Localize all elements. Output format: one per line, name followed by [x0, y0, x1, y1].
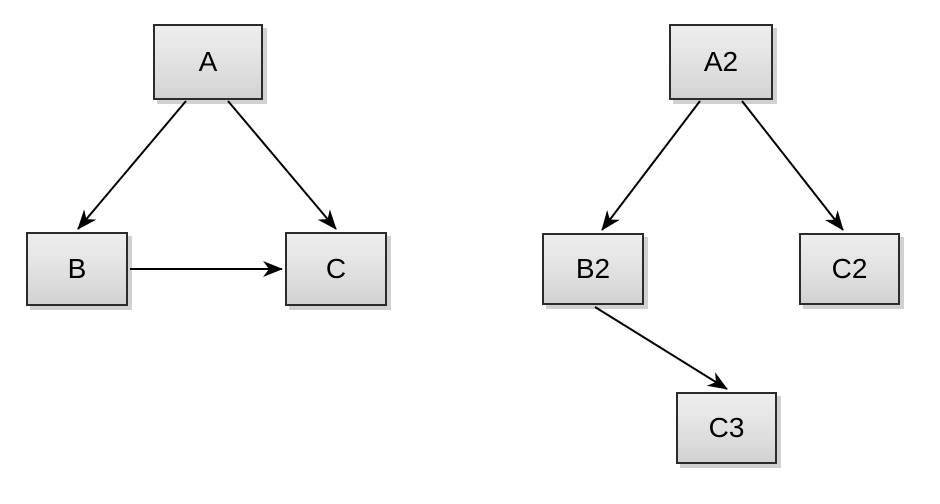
node-label-b: B [67, 253, 87, 284]
node-label-b2: B2 [575, 253, 611, 284]
node-a[interactable]: A [153, 24, 263, 100]
node-label-c2: C2 [831, 253, 868, 284]
node-a2[interactable]: A2 [669, 24, 773, 100]
edge-a-to-c[interactable] [227, 100, 337, 230]
node-c[interactable]: C [285, 232, 387, 306]
node-label-c3: C3 [708, 412, 745, 443]
edge-a2-to-b2[interactable] [601, 100, 701, 231]
node-c2[interactable]: C2 [799, 233, 900, 305]
edge-a-to-b[interactable] [77, 100, 187, 230]
node-label-a: A [198, 46, 218, 77]
node-label-c: C [325, 253, 347, 284]
edges-group [77, 100, 844, 390]
node-b[interactable]: B [26, 232, 128, 306]
edge-b2-to-c3[interactable] [594, 306, 728, 390]
edge-a2-to-c2[interactable] [741, 100, 844, 231]
node-label-a2: A2 [703, 46, 739, 77]
node-b2[interactable]: B2 [542, 233, 644, 305]
node-c3[interactable]: C3 [676, 392, 777, 464]
